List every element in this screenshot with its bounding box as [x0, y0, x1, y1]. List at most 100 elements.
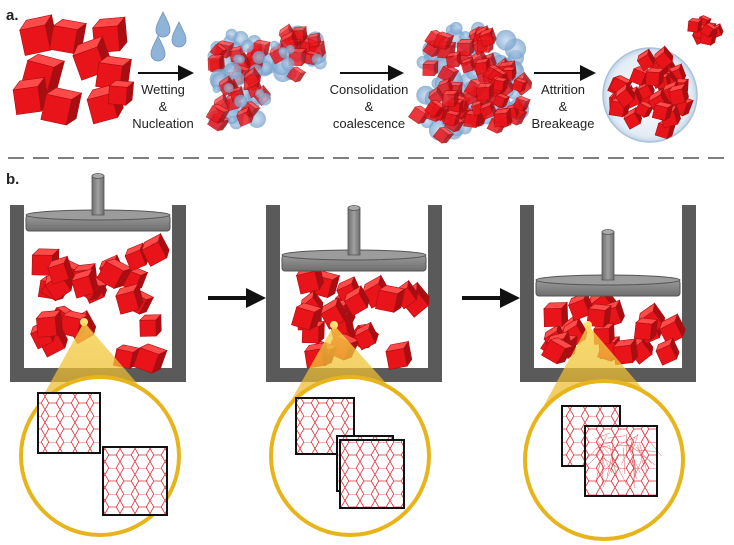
crystal-face-side — [151, 349, 168, 374]
crystal-cube — [445, 50, 462, 69]
crystal-face-side — [515, 111, 528, 126]
crystal-cube — [633, 317, 659, 341]
consolidated-granule-group — [408, 21, 533, 144]
compaction-die-stage-2 — [266, 205, 442, 537]
crystal-cube — [286, 66, 307, 83]
punch-rod-top — [601, 229, 615, 235]
crystal-face-side — [522, 99, 531, 112]
crystal-face-side — [113, 267, 133, 290]
binder-droplet — [449, 21, 463, 35]
crystal-face-front — [12, 86, 42, 116]
crystal-face-side — [453, 112, 462, 127]
crystal-face-side — [316, 32, 322, 47]
crystal-face-side — [502, 77, 508, 92]
crystal-face-side — [335, 297, 347, 322]
crystal-face-side — [444, 35, 455, 51]
crystal-face-side — [433, 60, 439, 77]
powder-bed — [540, 285, 686, 366]
crystal-face-side — [652, 302, 666, 327]
deformation-line — [602, 442, 611, 445]
lattice-border — [339, 439, 405, 509]
crystal-cube — [205, 103, 231, 124]
crystal-cube — [668, 82, 689, 106]
crystal-cube — [70, 267, 99, 299]
crystal-face-front — [543, 308, 563, 327]
crystal-cube — [479, 100, 497, 121]
crystal-face-side — [649, 319, 658, 341]
step-1-line2: & — [159, 99, 168, 114]
crystal-cube — [139, 313, 162, 337]
crystal-cube — [541, 337, 574, 365]
deformation-line — [595, 434, 608, 458]
step-2-line1: Consolidation — [330, 82, 409, 97]
binder-droplet — [212, 84, 221, 94]
die-wall-right — [428, 205, 442, 382]
crystal-face-side — [117, 16, 128, 52]
deformation-line — [610, 454, 628, 486]
crystal-cube — [612, 338, 639, 365]
crystal-cube — [40, 87, 83, 126]
crystal-cube — [424, 99, 447, 118]
crystal-face-front — [633, 322, 653, 341]
crystal-face-side — [673, 104, 681, 125]
binder-droplet — [225, 28, 238, 41]
crystal-face-side — [634, 86, 643, 105]
crystal-face-front — [493, 112, 509, 128]
crystal-face-side — [511, 66, 516, 81]
lattice-pattern — [340, 440, 404, 508]
crystal-face-side — [458, 81, 463, 97]
crystal-face-side — [157, 232, 170, 259]
crystal-face-side — [488, 82, 494, 101]
crystal-cube — [687, 18, 703, 33]
crystal-cube — [492, 77, 509, 92]
crystal-face-side — [63, 255, 73, 280]
crystal-cube — [96, 258, 133, 290]
crystal-cube — [645, 67, 665, 87]
punch-rod — [601, 231, 615, 281]
die-wall-right — [682, 205, 696, 382]
crystal-face-side — [489, 27, 497, 45]
crystal-face-side — [216, 119, 231, 132]
crystal-cube — [354, 321, 379, 351]
step-1-line3: Nucleation — [132, 116, 193, 131]
crystal-cube — [422, 60, 439, 77]
final-granule-crystals-group — [607, 45, 694, 140]
crystal-cube — [432, 126, 455, 144]
crystal-cube — [243, 66, 262, 89]
crystal-face-side — [294, 71, 307, 83]
punch-rod-top — [347, 205, 361, 211]
crystal-face-side — [490, 52, 497, 69]
deformation-line — [631, 433, 639, 453]
crystal-face-side — [447, 77, 454, 93]
crystal-face-side — [433, 106, 447, 118]
loose-crystals-group — [12, 14, 135, 126]
crystal-face-side — [407, 279, 418, 301]
crystal-face-side — [133, 282, 144, 311]
crystal-face-side — [697, 18, 703, 33]
step-3-line1: Attrition — [541, 82, 585, 97]
die-wall-left — [266, 205, 280, 382]
crystal-face-front — [463, 113, 478, 129]
lattice-border — [37, 392, 101, 454]
crystal-face-side — [561, 301, 569, 327]
crystal-face-side — [630, 338, 639, 364]
crystal-face-side — [520, 80, 529, 93]
crystal-face-side — [456, 50, 462, 68]
crystal-cube — [385, 340, 413, 370]
crystal-face-front — [687, 20, 699, 33]
crystal-cube — [375, 284, 406, 313]
crystal-face-side — [710, 31, 718, 46]
water-drops-icon — [150, 11, 187, 62]
binder-droplet — [223, 62, 242, 81]
crystal-face-front — [107, 85, 128, 106]
crystal-face-front — [442, 94, 455, 107]
deformation-line — [635, 446, 652, 464]
crystal-face-front — [49, 25, 78, 54]
crystal-cube — [141, 232, 170, 267]
hexagonal-lattice-icon — [102, 446, 168, 516]
lattice-border — [584, 425, 658, 497]
crystal-face-front — [445, 55, 459, 69]
crystal-cube — [132, 343, 168, 374]
die-wall-right — [172, 205, 186, 382]
